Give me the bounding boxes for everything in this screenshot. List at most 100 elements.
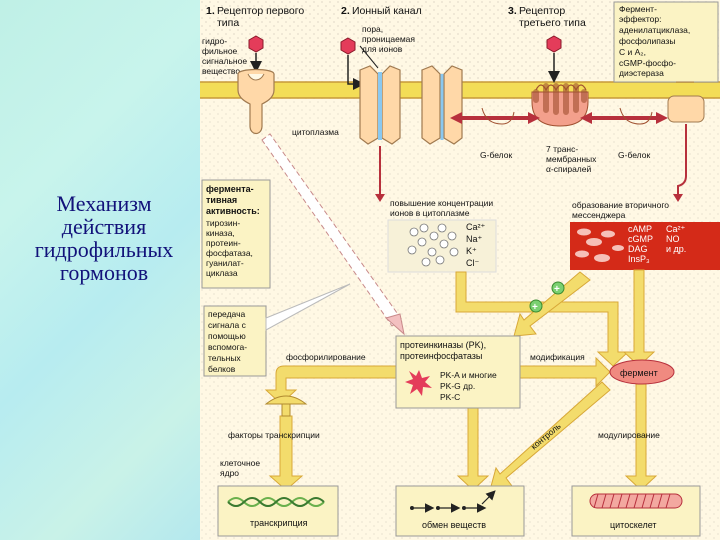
enzymatic-line: тирозин-	[206, 218, 240, 228]
effector-box: Фермент- эффектор: аденилатциклаза, фосф…	[613, 1, 719, 83]
modification-label: модификация	[530, 352, 585, 362]
receptor3	[450, 35, 705, 127]
hormone-hexagon-icon	[340, 37, 356, 55]
messenger-red-box	[570, 222, 720, 270]
enzymatic-activity-box: фермента- тивная активность: тирозин- ки…	[201, 179, 271, 289]
pk-item: PK-C	[440, 392, 460, 402]
hydrophilic-label-line: вещество	[202, 66, 240, 76]
pk-item: PK-A и многие	[440, 370, 497, 380]
modulation-label: модулирование	[598, 430, 660, 440]
enzyme-node: фермент	[609, 359, 675, 385]
transcription-factor-shape	[264, 395, 308, 417]
transmembrane-label-line: α-спиралей	[546, 164, 591, 174]
receptor1-title-line: Рецептор первого	[217, 5, 304, 17]
receptor1	[237, 35, 275, 135]
ion-label: K⁺	[466, 246, 477, 256]
effector-line: фосфолипазы	[619, 36, 675, 46]
g-protein-right-label: G-белок	[618, 150, 650, 160]
plus-sign: +	[554, 284, 560, 295]
hydrophilic-label-line: гидро-	[202, 36, 227, 46]
messenger-title-line: мессенджера	[572, 210, 626, 220]
pore-pointer	[359, 45, 379, 69]
phosphorylation-label: фосфорилирование	[286, 352, 366, 362]
hormone-hexagon-icon	[248, 35, 264, 53]
enzymatic-line: киназа,	[206, 228, 235, 238]
transcription-label: транскрипция	[250, 518, 308, 528]
metabolism-box: обмен веществ	[395, 485, 525, 537]
receptor1-title-line: типа	[217, 17, 239, 29]
effector-line: cGMP-фосфо-	[619, 58, 676, 68]
signal-transmission-box: передача сигнала с помощью вспомога- тел…	[203, 283, 351, 377]
ion-channel	[340, 37, 463, 145]
effector-arrow	[677, 124, 687, 196]
enzymatic-line: фосфатаза,	[206, 248, 253, 258]
enzyme-label: фермент	[620, 368, 658, 378]
messenger-label: Ca²⁺	[666, 224, 686, 234]
transcription-factors-label: факторы транскрипции	[228, 430, 320, 440]
left-background-panel	[0, 0, 200, 540]
ion-label: Na⁺	[466, 234, 483, 244]
ion-label: Ca²⁺	[466, 222, 486, 232]
effector-line: диэстераза	[619, 68, 664, 78]
messenger-label: NO	[666, 234, 680, 244]
flow-arrows	[264, 269, 658, 491]
enzymatic-line: циклаза	[206, 268, 238, 278]
plus-signs: + +	[529, 281, 565, 313]
effector-enzyme	[667, 95, 705, 123]
effector-line: С и A₂,	[619, 47, 646, 57]
receptor1-number: 1.	[206, 5, 215, 17]
metabolism-label: обмен веществ	[422, 520, 486, 530]
enzymatic-line: гуанилат-	[206, 258, 244, 268]
ion-concentration-panel: повышение концентрации ионов в цитоплазм…	[387, 198, 497, 273]
messenger-label: cAMP	[628, 224, 652, 234]
protein-kinase-box: протеинкиназы (PK), протеинфосфатазы PK-…	[395, 335, 521, 409]
nucleus-label-line: ядро	[220, 468, 239, 478]
pore-label-line: проницаемая	[362, 34, 415, 44]
pk-title-line: протеинкиназы (PK),	[400, 340, 486, 350]
transmission-line: белков	[208, 364, 236, 374]
pk-item: PK-G др.	[440, 381, 475, 391]
g-protein-left-label: G-белок	[480, 150, 512, 160]
transmission-line: тельных	[208, 353, 241, 363]
enzymatic-line: тивная	[206, 195, 237, 205]
receptor3-number: 3.	[508, 5, 517, 17]
transmission-line: вспомога-	[208, 342, 247, 352]
cytoskeleton-box: цитоскелет	[571, 485, 701, 537]
slide-title-line: действия	[61, 214, 147, 239]
slide-title-line: гидрофильных	[34, 237, 174, 262]
nucleus-label-line: клеточное	[220, 458, 260, 468]
ion-label: Cl⁻	[466, 258, 479, 268]
pore-label-line: пора,	[362, 24, 383, 34]
slide-title: Механизм действия гидрофильных гормонов	[10, 192, 198, 284]
receptor1-to-pk-arrow	[261, 133, 405, 336]
diagram-svg: 1. Рецептор первого типа 2. Ионный канал…	[200, 0, 720, 540]
cytoskeleton-label: цитоскелет	[610, 520, 657, 530]
receptor3-title-line: Рецептор	[519, 5, 565, 17]
hydrophilic-label-line: сигнальное	[202, 56, 247, 66]
transmembrane-label-line: 7 транс-	[546, 144, 578, 154]
transmission-line: передача	[208, 309, 246, 319]
ion-title-line: повышение концентрации	[390, 198, 493, 208]
enzymatic-line: активность:	[206, 206, 260, 216]
pore-label-line: для ионов	[362, 44, 403, 54]
hormone-hexagon-icon	[546, 35, 562, 53]
plus-sign: +	[532, 302, 538, 313]
messenger-label: InsP₃	[628, 254, 650, 264]
effector-line: эффектор:	[619, 14, 661, 24]
pk-star-icon	[405, 370, 432, 396]
ion-title-line: ионов в цитоплазме	[390, 208, 470, 218]
effector-line: аденилатциклаза,	[619, 25, 690, 35]
pk-title-line: протеинфосфатазы	[400, 351, 482, 361]
second-messenger-panel: образование вторичного мессенджера cAMP …	[570, 200, 720, 270]
effector-line: Фермент-	[619, 4, 657, 14]
channel-number: 2.	[341, 5, 350, 17]
hormone-mechanism-diagram: 1. Рецептор первого типа 2. Ионный канал…	[200, 0, 720, 540]
slide-title-line: Механизм	[56, 191, 152, 216]
receptor1-title: 1. Рецептор первого типа	[206, 5, 304, 29]
enzymatic-line: фермента-	[206, 184, 254, 194]
messenger-label: и др.	[666, 244, 686, 254]
slide-title-line: гормонов	[59, 260, 149, 285]
transmembrane-label-line: мембранных	[546, 154, 597, 164]
transmission-line: сигнала с	[208, 320, 247, 330]
messenger-label: cGMP	[628, 234, 653, 244]
